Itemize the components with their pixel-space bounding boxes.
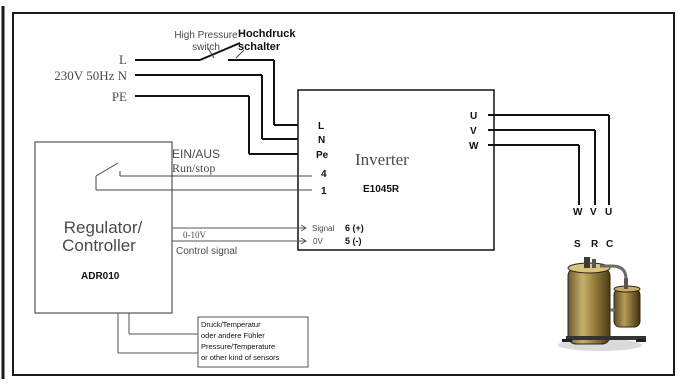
inverter-signal-terminal: 6 (+)	[345, 223, 364, 233]
controller-model: ADR010	[81, 271, 120, 282]
hp-switch-label-en-1: High Pressure	[174, 30, 238, 41]
inverter-terminal-4: 4	[321, 169, 327, 180]
diagram-frame	[12, 12, 675, 376]
compressor-label-V: V	[590, 207, 597, 218]
inverter-terminal-1: 1	[321, 186, 327, 197]
voltage-range-label: 0-10V	[183, 230, 206, 240]
hp-switch-label-en-2: switch	[192, 42, 220, 53]
compressor-illustration	[558, 257, 646, 351]
inverter-out-V: V	[470, 126, 477, 137]
sensor-line-2: oder andere Fühler	[201, 331, 265, 340]
supply-label-voltage: 230V 50Hz N	[54, 68, 127, 83]
sensor-wiring	[117, 313, 198, 354]
sensor-line-3: Pressure/Temperature	[201, 342, 275, 351]
compressor-label-R: R	[591, 239, 599, 250]
control-signal-label: Control signal	[176, 246, 237, 257]
inverter-out-W: W	[469, 141, 479, 152]
inverter-0v-label: 0V	[313, 237, 323, 246]
controller-box	[34, 141, 173, 314]
compressor-label-U: U	[605, 207, 612, 218]
switch-leader-de	[235, 49, 245, 59]
inverter-terminal-N: N	[318, 135, 325, 146]
inverter-title: Inverter	[355, 150, 409, 169]
compressor-label-S: S	[574, 239, 581, 250]
run-stop-label: Run/stop	[172, 161, 215, 175]
controller-title-1: Regulator/	[64, 218, 143, 237]
inverter-out-U: U	[470, 111, 477, 122]
controller-title-2: Controller	[62, 236, 136, 255]
sensor-info-box	[197, 316, 309, 368]
switch-leader-en	[207, 47, 215, 59]
ein-aus-label: EIN/AUS	[172, 147, 220, 161]
inverter-0v-terminal: 5 (-)	[345, 236, 362, 246]
sensor-line-4: or other kind of sensors	[201, 353, 280, 362]
sensor-line-1: Druck/Temperatur	[201, 320, 261, 329]
compressor-label-W: W	[573, 207, 583, 218]
hp-switch-label-de-2: schalter	[238, 41, 281, 53]
inverter-box	[297, 89, 495, 251]
output-lines	[488, 114, 610, 205]
inverter-signal-label: Signal	[312, 224, 334, 233]
supply-label-PE: PE	[112, 89, 127, 104]
run-stop-wiring	[95, 162, 312, 191]
inverter-terminal-Pe: Pe	[316, 150, 329, 161]
supply-label-L: L	[119, 52, 127, 67]
inverter-terminal-L: L	[318, 121, 324, 132]
inverter-model: E1045R	[363, 184, 400, 195]
compressor-label-C: C	[606, 239, 613, 250]
signal-wiring	[172, 224, 307, 245]
hp-switch-label-de-1: Hochdruck	[238, 28, 296, 40]
